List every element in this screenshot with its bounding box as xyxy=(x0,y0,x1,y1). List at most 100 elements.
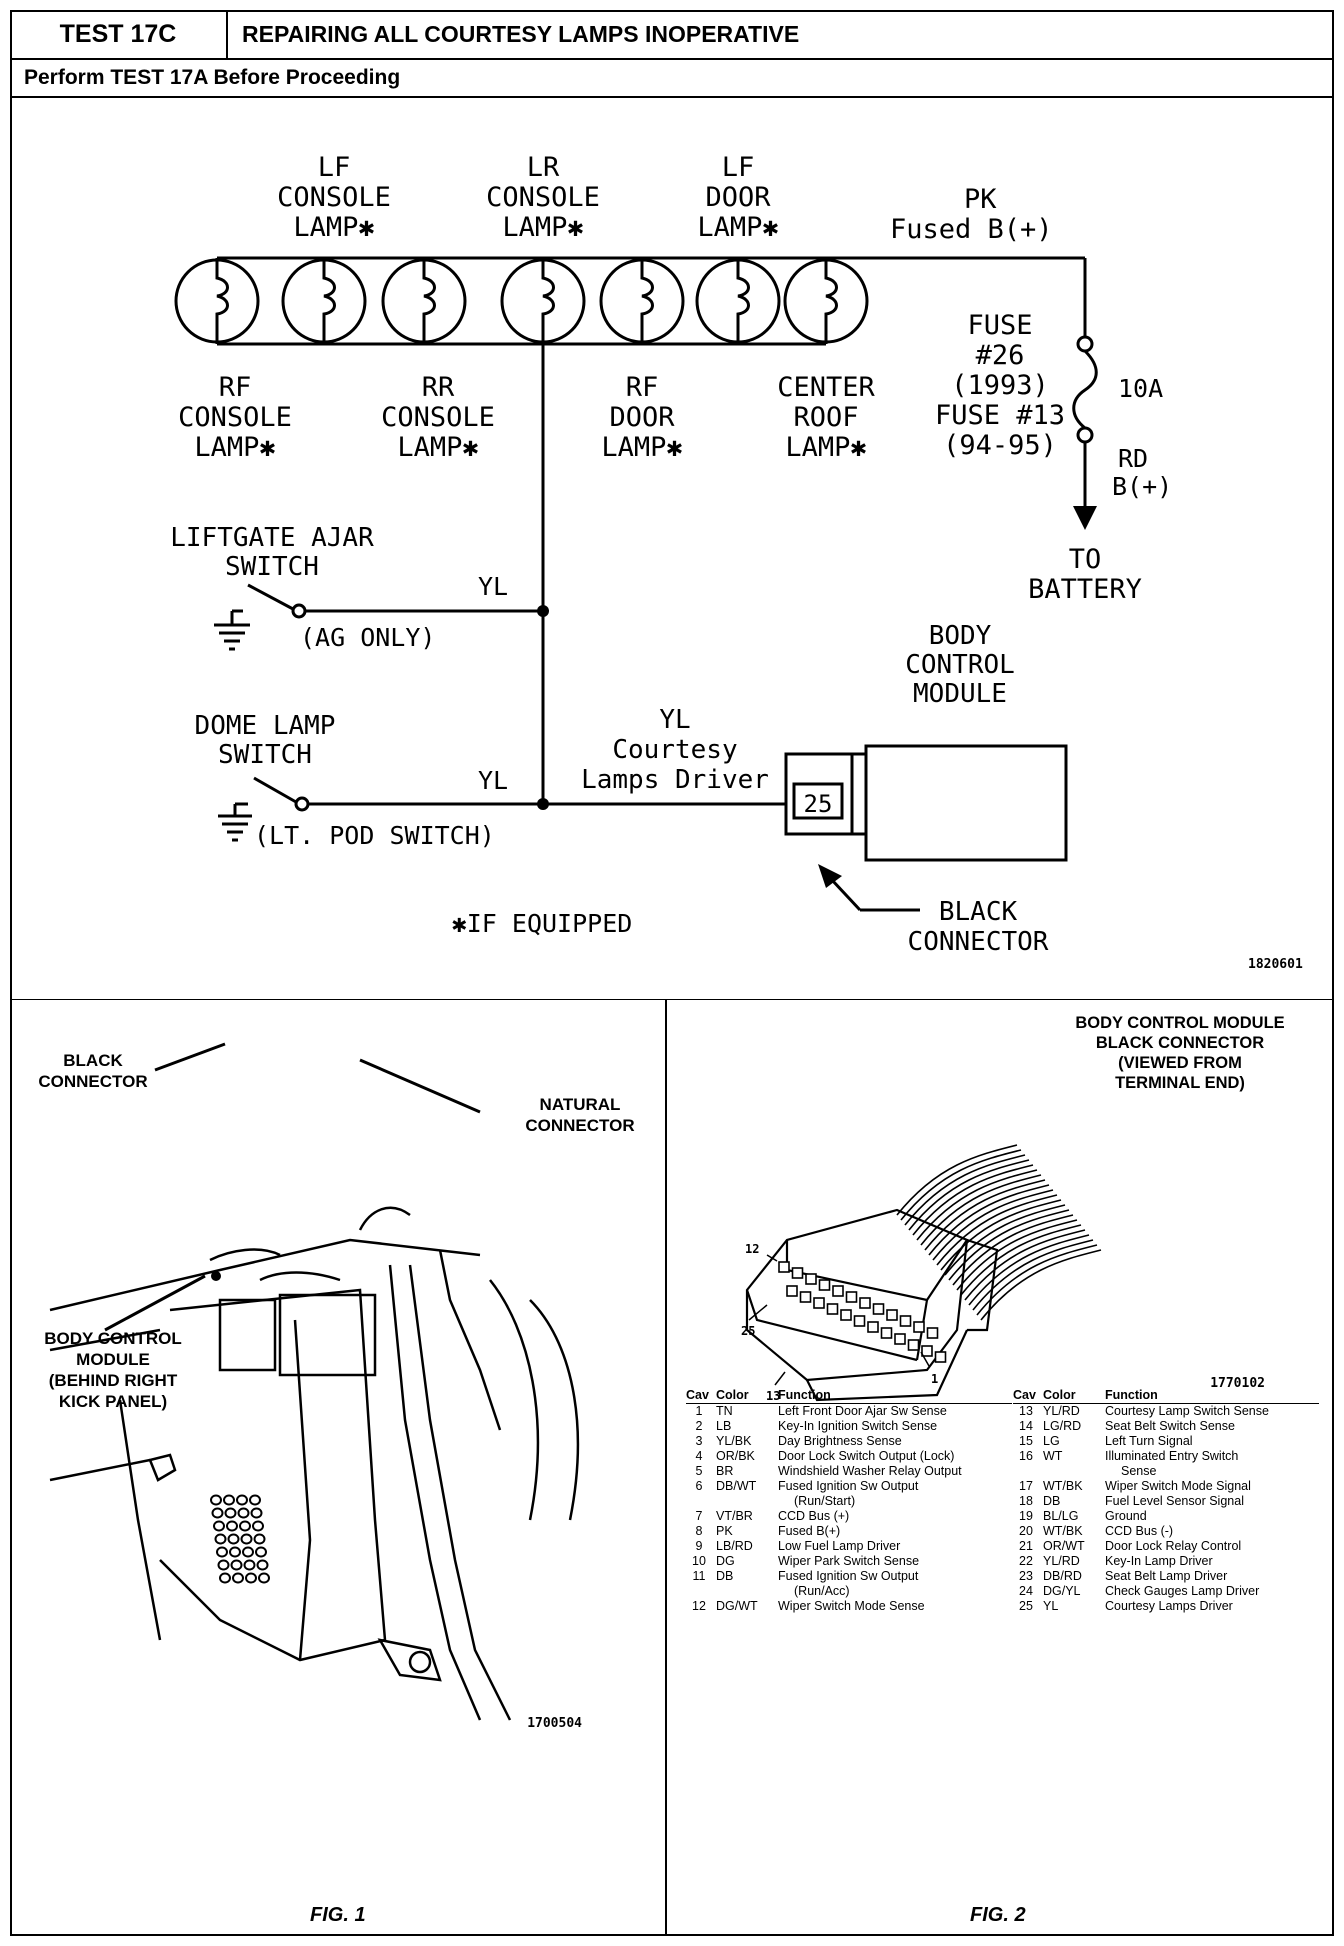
wire-color: BR xyxy=(716,1464,734,1478)
connector-wire xyxy=(908,1159,1030,1231)
fuse-label-1: FUSE xyxy=(967,310,1032,341)
cavity-function: Fused B(+) xyxy=(778,1524,841,1538)
cavity-number: 7 xyxy=(695,1509,703,1523)
fig2-title: BODY CONTROL MODULE BLACK CONNECTOR (VIE… xyxy=(1040,1013,1320,1093)
vent-hole xyxy=(217,1559,230,1571)
connector-cavity xyxy=(872,1303,885,1315)
fig1-bcm-line3: (BEHIND RIGHT xyxy=(48,1371,178,1390)
yl-label-dome: YL xyxy=(478,766,508,795)
connector-wire xyxy=(932,1189,1054,1261)
connector-wire xyxy=(960,1224,1082,1296)
cavity-function: Key-In Ignition Switch Sense xyxy=(778,1419,938,1433)
vent-hole xyxy=(239,1520,251,1532)
pin-25: 25 xyxy=(804,790,833,818)
fig2-title-line2: BLACK CONNECTOR xyxy=(1095,1034,1265,1052)
fig1-black-line1: BLACK xyxy=(63,1051,123,1070)
wire-color xyxy=(1043,1464,1105,1479)
wire-color: DG xyxy=(716,1554,735,1568)
cavity-number: 1 xyxy=(695,1404,703,1418)
bcm-label-3: MODULE xyxy=(913,679,1007,709)
wire-color: OR/WT xyxy=(1043,1539,1085,1553)
cavity-number: 8 xyxy=(695,1524,703,1538)
black-connector-label-2: CONNECTOR xyxy=(908,927,1049,957)
cavity-number: 4 xyxy=(695,1449,703,1463)
vent-hole xyxy=(255,1546,267,1558)
pin-label-12: 12 xyxy=(745,1242,759,1256)
top-lamp-label: LAMP✱ xyxy=(502,212,583,243)
liftgate-switch-blade xyxy=(247,583,294,611)
page: TEST 17C REPAIRING ALL COURTESY LAMPS IN… xyxy=(10,10,1334,1936)
fig1-natural-line2: CONNECTOR xyxy=(525,1116,635,1135)
cavity-number: 3 xyxy=(695,1434,703,1448)
col-color: Color xyxy=(716,1388,778,1404)
cavity-function: Sense xyxy=(1121,1464,1157,1478)
connector-cavity xyxy=(867,1321,879,1333)
vent-hole xyxy=(223,1494,235,1506)
cavity-number: 12 xyxy=(692,1599,706,1613)
cavity-number xyxy=(686,1494,716,1509)
wire-color: DB xyxy=(1043,1494,1061,1508)
connector-wire xyxy=(968,1234,1090,1306)
test-subtitle: Perform TEST 17A Before Proceeding xyxy=(10,60,1334,98)
vent-hole xyxy=(240,1533,253,1545)
top-lamp-label: LR xyxy=(527,152,560,183)
liftgate-label-1: LIFTGATE AJAR xyxy=(170,523,374,553)
cavity-number: 11 xyxy=(692,1569,706,1583)
wire-color: DB xyxy=(716,1569,734,1583)
wire-color: DG/YL xyxy=(1043,1584,1081,1598)
pin-25-box xyxy=(792,782,844,820)
fig1-bcm-line1: BODY CONTROL xyxy=(44,1329,182,1348)
vent-hole xyxy=(227,1533,240,1545)
connector-wire xyxy=(972,1239,1094,1311)
lamp-bulb xyxy=(381,258,467,344)
fig1-natural-connector-label: NATURAL CONNECTOR xyxy=(510,1094,650,1136)
connector-wire xyxy=(924,1179,1046,1251)
connector-cavity xyxy=(886,1309,898,1321)
fused-b-label: Fused B(+) xyxy=(890,214,1053,245)
cavity-number: 6 xyxy=(695,1479,703,1493)
connector-wire xyxy=(896,1144,1018,1216)
connector-cavity xyxy=(894,1333,906,1345)
cavity-function: Key-In Lamp Driver xyxy=(1105,1554,1213,1568)
cavity-number xyxy=(686,1584,716,1599)
vent-hole xyxy=(243,1559,256,1571)
connector-cavity xyxy=(818,1279,831,1291)
connector-cavity xyxy=(791,1267,804,1279)
cavity-function: Wiper Switch Mode Sense xyxy=(778,1599,925,1613)
cavity-function: Check Gauges Lamp Driver xyxy=(1105,1584,1260,1598)
dome-label-2: SWITCH xyxy=(218,740,312,770)
bottom-lamp-label: LAMP✱ xyxy=(601,432,682,463)
fig2-title-line1: BODY CONTROL MODULE xyxy=(1075,1014,1285,1032)
cavity-number: 25 xyxy=(1019,1599,1033,1613)
connector-cavity xyxy=(907,1339,920,1351)
vent-hole xyxy=(245,1572,257,1584)
wire-color: LB/RD xyxy=(716,1539,753,1553)
col-cav: Cav xyxy=(1013,1388,1043,1404)
top-lamp-label: LAMP✱ xyxy=(697,212,778,243)
test-id: TEST 17C xyxy=(10,10,228,60)
vent-hole xyxy=(249,1494,261,1506)
wire-color: OR/BK xyxy=(716,1449,755,1463)
connector-cavity xyxy=(778,1261,790,1273)
bottom-lamp-label: LAMP✱ xyxy=(397,432,478,463)
fig2-title-line4: TERMINAL END) xyxy=(1115,1074,1245,1092)
wire-color: WT xyxy=(1043,1449,1063,1463)
lamp-bulb xyxy=(695,258,781,344)
fuse-label-2: #26 xyxy=(976,340,1025,371)
courtesy-label: Courtesy xyxy=(612,735,737,765)
vent-hole xyxy=(253,1533,266,1545)
fig1-bcm-line4: KICK PANEL) xyxy=(58,1392,168,1411)
connector-cavity xyxy=(840,1309,852,1321)
connector-wire xyxy=(940,1199,1062,1271)
